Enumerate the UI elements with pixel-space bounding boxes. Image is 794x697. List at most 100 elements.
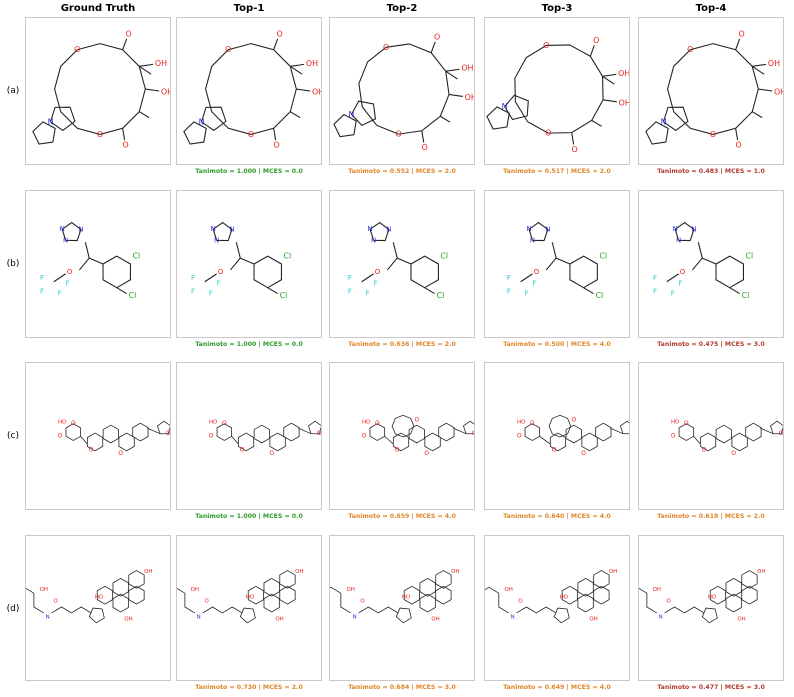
atom-label-nitrogen: N — [214, 236, 219, 244]
bond-line — [503, 94, 529, 121]
atom-label-nitrogen: N — [386, 226, 391, 234]
atom-label-oxygen: O — [666, 599, 670, 605]
atom-label-hydroxyl: OH — [757, 569, 765, 575]
atom-label-fluorine: F — [366, 290, 370, 298]
bond-line — [361, 273, 374, 283]
atom-label-oxygen: O — [687, 45, 693, 54]
atom-label-chlorine: Cl — [129, 291, 137, 300]
atom-label-hydroxyl: OH — [295, 569, 303, 575]
atom-label-oxygen: O — [680, 268, 686, 276]
bond-line — [645, 121, 669, 145]
bond-line — [239, 607, 256, 624]
bond-line — [678, 423, 695, 441]
bond-line — [235, 242, 241, 259]
bond-line — [116, 287, 127, 295]
bond-line — [296, 88, 311, 92]
bond-line — [89, 257, 104, 265]
bond-line — [279, 585, 296, 605]
atom-label-fluorine: F — [217, 280, 221, 288]
bond-line — [548, 414, 572, 438]
atom-label-oxygen: O — [97, 130, 103, 139]
atom-label-oxygen: O — [593, 36, 599, 45]
bond-line — [577, 593, 594, 613]
atom-label-oxygen: O — [123, 141, 129, 150]
bond-line — [273, 128, 277, 141]
bond-line — [403, 585, 420, 605]
bond-line — [602, 99, 617, 103]
bond-line — [229, 257, 241, 271]
molecule-panel: OHOHHOONOHS — [638, 535, 784, 681]
bond-line — [273, 38, 279, 50]
bond-line — [639, 588, 657, 614]
atom-label-oxygen: O — [736, 141, 742, 150]
column-header-ground-truth: Ground Truth — [60, 3, 136, 14]
bond-line — [445, 68, 460, 72]
atom-label-oxygen: O — [125, 29, 131, 38]
bond-line — [591, 119, 602, 127]
atom-label-oxygen: O — [58, 434, 63, 440]
bond-line — [78, 257, 90, 271]
bond-line — [751, 111, 763, 119]
atom-label-oxygen: O — [166, 431, 170, 437]
atom-label-oxygen: O — [779, 431, 783, 437]
row-label-a: (a) — [6, 86, 20, 96]
bond-line — [54, 43, 146, 135]
similarity-score-caption: Tanimoto = 0.640 | MCES = 4.0 — [503, 513, 611, 520]
molecule-panel: OHOHHOONOHS — [25, 535, 171, 681]
bond-line — [528, 221, 549, 242]
atom-label-nitrogen: N — [48, 117, 54, 126]
bond-line — [263, 577, 280, 597]
atom-label-nitrogen: N — [545, 226, 550, 234]
similarity-score-caption: Tanimoto = 0.618 | MCES = 2.0 — [657, 513, 765, 520]
similarity-score-caption: Tanimoto = 0.684 | MCES = 3.0 — [348, 684, 456, 691]
bond-line — [664, 606, 705, 614]
bond-line — [118, 432, 135, 452]
atom-label-hydroxyl: HO — [517, 419, 525, 425]
bond-line — [735, 38, 741, 50]
atom-label-nitrogen: N — [63, 236, 68, 244]
bond-line — [112, 577, 129, 597]
bond-line — [298, 427, 312, 435]
molecule-structure-drawing: OOHOOOOOO — [517, 414, 629, 457]
atom-label-nitrogen: N — [676, 236, 681, 244]
bond-line — [61, 221, 82, 242]
bond-line — [269, 432, 286, 452]
bond-line — [697, 242, 703, 259]
atom-label-oxygen: O — [434, 32, 440, 41]
atom-label-oxygen: O — [414, 418, 419, 424]
molecule-structure-drawing: NOOOOOHOH — [333, 32, 474, 152]
atom-label-oxygen: O — [218, 268, 224, 276]
bond-line — [32, 121, 56, 145]
atom-label-hydroxyl: OH — [609, 569, 617, 575]
bond-line — [253, 255, 282, 289]
atom-label-fluorine: F — [532, 280, 536, 288]
atom-label-hydroxyl: OH — [589, 616, 597, 622]
atom-label-oxygen: O — [572, 145, 578, 154]
atom-label-hydroxyl: HO — [58, 419, 66, 425]
bond-line — [391, 414, 415, 438]
bond-line — [445, 70, 458, 80]
atom-label-hydroxyl: OH — [737, 616, 745, 622]
bond-line — [289, 111, 301, 119]
bond-line — [53, 273, 66, 283]
atom-label-oxygen: O — [375, 268, 381, 276]
bond-line — [577, 577, 594, 597]
bond-line — [147, 427, 161, 435]
bond-line — [308, 420, 321, 435]
atom-label-fluorine: F — [348, 288, 352, 296]
molecule-structure-drawing: OOHOOOOOO — [362, 414, 474, 457]
bond-line — [520, 273, 533, 283]
bond-line — [524, 423, 541, 441]
molecule-structure-drawing: NOOOOOHOH — [645, 29, 783, 150]
similarity-score-caption: Tanimoto = 1.000 | MCES = 0.0 — [195, 168, 303, 175]
bond-line — [593, 585, 610, 605]
atom-label-fluorine: F — [507, 274, 511, 282]
atom-label-oxygen: O — [738, 29, 744, 38]
bond-line — [290, 63, 305, 67]
atom-label-oxygen: O — [543, 41, 549, 50]
